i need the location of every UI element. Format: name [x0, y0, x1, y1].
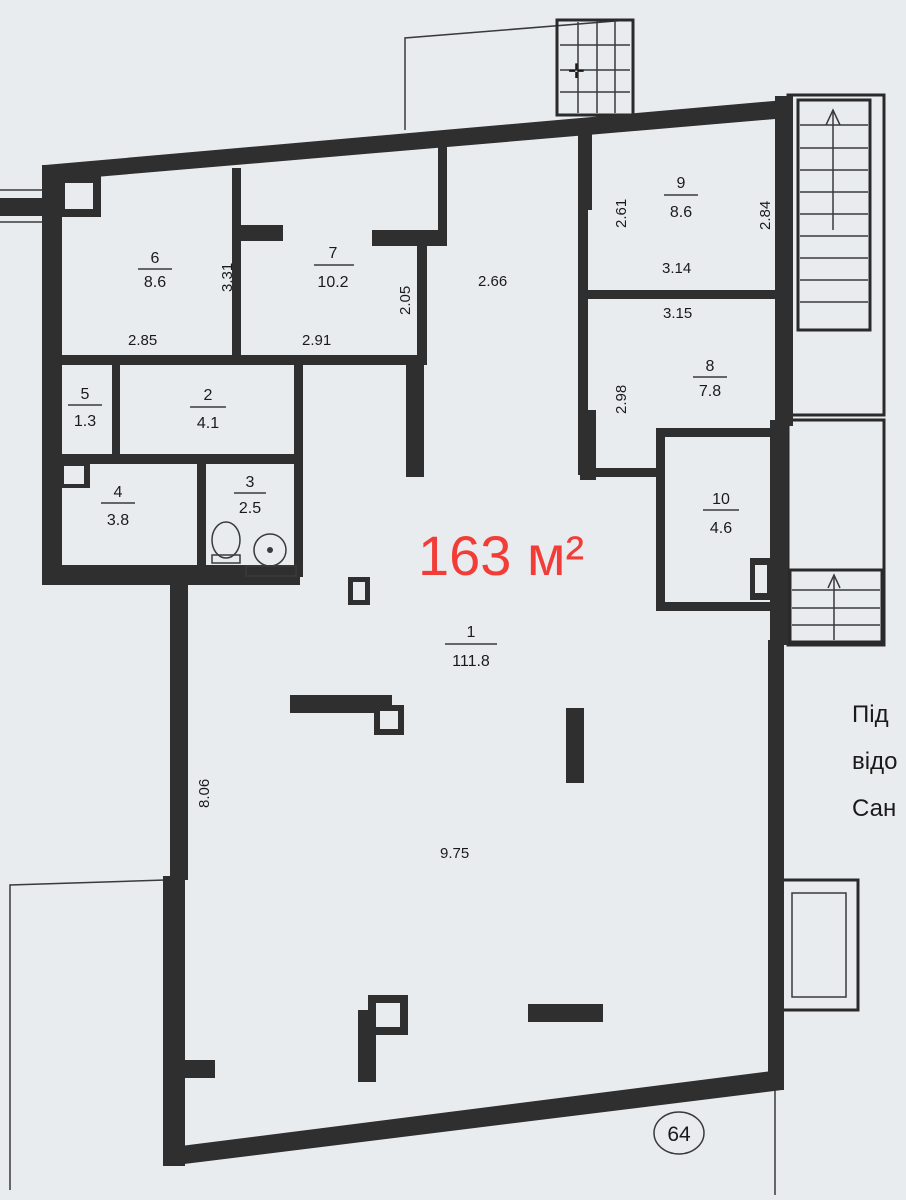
svg-text:7: 7	[329, 245, 338, 262]
room-8-label: 8 7.8	[693, 358, 727, 400]
building-number-marker: 64	[653, 1111, 705, 1155]
interior-walls	[60, 125, 776, 1082]
svg-text:4: 4	[114, 484, 123, 501]
top-staircase	[555, 18, 635, 117]
side-note: Під відо Сан	[852, 701, 897, 822]
room-4-label: 4 3.8	[101, 484, 135, 529]
svg-text:2.98: 2.98	[613, 385, 630, 414]
toilet-icon	[211, 521, 241, 559]
svg-text:64: 64	[667, 1123, 691, 1146]
svg-text:2.91: 2.91	[302, 332, 331, 349]
svg-text:3: 3	[246, 474, 255, 491]
svg-text:10: 10	[712, 491, 730, 508]
svg-text:2.66: 2.66	[478, 273, 507, 290]
svg-text:2.84: 2.84	[757, 201, 774, 230]
room-2-label: 2 4.1	[190, 387, 226, 432]
svg-text:10.2: 10.2	[317, 274, 348, 291]
room-3-label: 3 2.5	[234, 474, 266, 517]
bathroom-fixtures	[211, 521, 297, 577]
svg-text:8.06: 8.06	[196, 779, 213, 808]
svg-text:8.6: 8.6	[670, 204, 692, 221]
svg-text:3.31: 3.31	[219, 263, 236, 292]
right-lower-annex	[786, 418, 886, 647]
svg-text:3.15: 3.15	[663, 305, 692, 322]
svg-text:3.14: 3.14	[662, 260, 691, 277]
svg-text:✛: ✛	[568, 61, 585, 83]
total-area-label: 163 м²	[418, 524, 584, 587]
svg-text:5: 5	[81, 386, 90, 403]
columns	[57, 175, 772, 1035]
svg-text:Сан: Сан	[852, 795, 896, 822]
svg-text:111.8: 111.8	[452, 653, 490, 670]
svg-text:1.3: 1.3	[74, 413, 96, 430]
svg-text:2.05: 2.05	[397, 286, 414, 315]
room-1-label: 1 111.8	[445, 624, 497, 670]
svg-text:відо: відо	[852, 748, 897, 775]
room-6-label: 6 8.6	[138, 250, 172, 291]
svg-text:7.8: 7.8	[699, 383, 721, 400]
svg-text:6: 6	[151, 250, 160, 267]
svg-text:4.6: 4.6	[710, 520, 732, 537]
svg-text:9.75: 9.75	[440, 845, 469, 862]
svg-text:4.1: 4.1	[197, 415, 219, 432]
room-9-label: 9 8.6	[664, 175, 698, 221]
svg-text:2: 2	[204, 387, 213, 404]
svg-text:8: 8	[706, 358, 715, 375]
svg-text:2.61: 2.61	[613, 199, 630, 228]
svg-text:Під: Під	[852, 701, 889, 728]
svg-text:1: 1	[467, 624, 476, 641]
dimension-labels: 2.85 3.31 2.91 2.05 2.66 2.61 2.84 3.14 …	[128, 199, 774, 862]
room-7-label: 7 10.2	[314, 245, 354, 291]
svg-text:2.85: 2.85	[128, 332, 157, 349]
svg-text:3.8: 3.8	[107, 512, 129, 529]
svg-text:8.6: 8.6	[144, 274, 166, 291]
room-5-label: 5 1.3	[68, 386, 102, 430]
svg-text:2.5: 2.5	[239, 500, 261, 517]
exterior-walls	[42, 96, 793, 1166]
svg-text:9: 9	[677, 175, 686, 192]
room-10-label: 10 4.6	[703, 491, 739, 537]
room-labels: 6 8.6 7 10.2 9 8.6 8 7.8 5 1.3 2 4.1	[68, 175, 739, 670]
